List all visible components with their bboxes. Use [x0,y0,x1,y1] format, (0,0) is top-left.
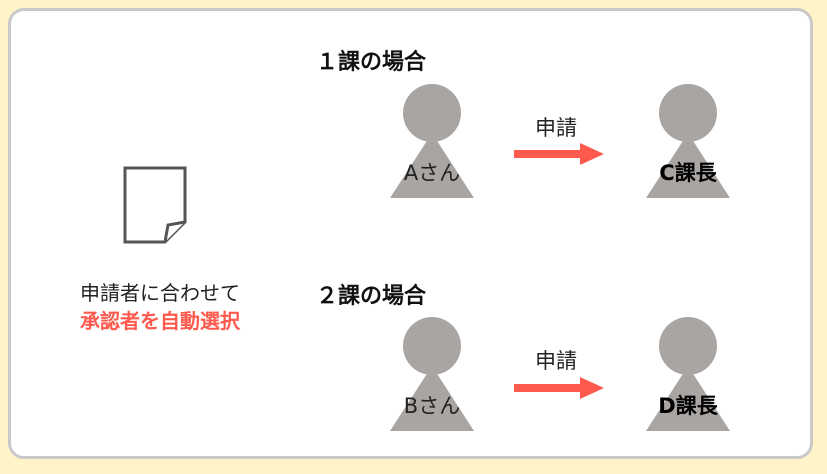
arrow-right-icon [514,377,604,399]
person-icon [390,317,474,431]
person-icon [646,84,730,198]
applicant-b-label: Bさん [403,394,461,418]
caption-line-2: 承認者を自動選択 [80,309,240,333]
applicant-a-label: Aさん [403,161,461,185]
arrow-right-icon [514,143,604,165]
caption-line-1: 申請者に合わせて [80,281,240,305]
case-1-title: １課の場合 [316,50,427,75]
approver-c-label: C課長 [659,161,717,185]
request-label-1: 申請 [535,116,577,140]
case-2-title: ２課の場合 [316,284,427,309]
person-icon [390,84,474,198]
document-icon [123,166,187,244]
person-icon [646,317,730,431]
request-label-2: 申請 [535,349,577,373]
approver-d-label: D課長 [658,394,718,418]
